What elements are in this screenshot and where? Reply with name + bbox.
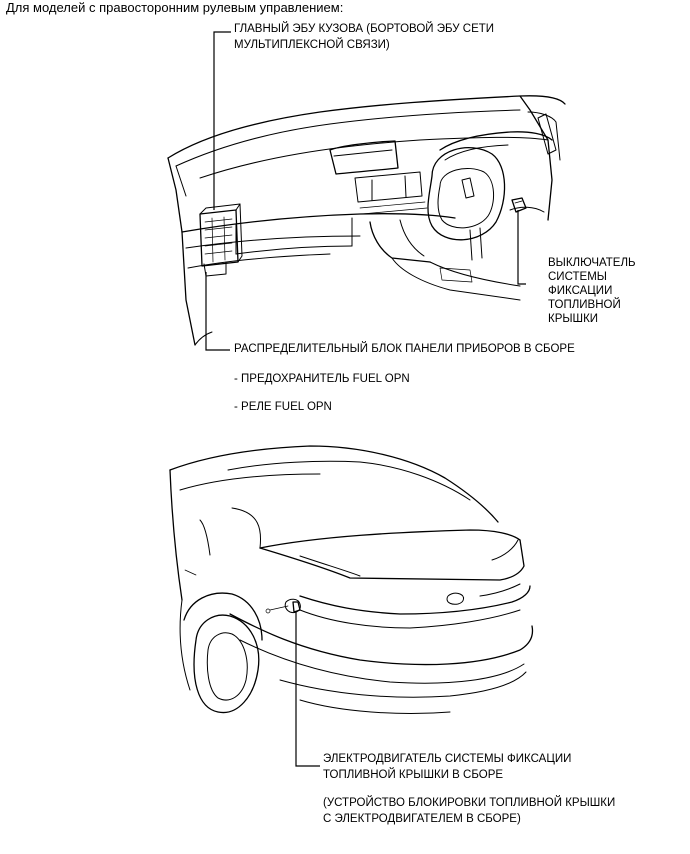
label-switch-line5: КРЫШКИ — [548, 313, 599, 325]
label-junction-block: РАСПРЕДЕЛИТЕЛЬНЫЙ БЛОК ПАНЕЛИ ПРИБОРОВ В… — [234, 343, 575, 355]
page-heading: Для моделей с правосторонним рулевым упр… — [6, 0, 344, 15]
label-body-ecu-line1: ГЛАВНЫЙ ЭБУ КУЗОВА (БОРТОВОЙ ЭБУ СЕТИ — [234, 23, 495, 35]
label-motor-line2: ТОПЛИВНОЙ КРЫШКИ В СБОРЕ — [323, 769, 504, 781]
vehicle-rear-drawing — [169, 445, 534, 767]
label-motor-line1: ЭЛЕКТРОДВИГАТЕЛЬ СИСТЕМЫ ФИКСАЦИИ — [323, 753, 572, 765]
label-body-ecu-line2: МУЛЬТИПЛЕКСНОЙ СВЯЗИ) — [234, 39, 390, 51]
instrument-panel-drawing — [167, 31, 566, 351]
label-switch-line4: ТОПЛИВНОЙ — [548, 299, 621, 311]
label-fuse: - ПРЕДОХРАНИТЕЛЬ FUEL OPN — [234, 373, 410, 385]
label-switch-line2: СИСТЕМЫ — [548, 271, 607, 283]
label-relay: - РЕЛЕ FUEL OPN — [234, 401, 332, 413]
label-lock-line2: С ЭЛЕКТРОДВИГАТЕЛЕМ В СБОРЕ) — [323, 813, 521, 825]
label-switch-line3: ФИКСАЦИИ — [548, 285, 613, 297]
label-lock-line1: (УСТРОЙСТВО БЛОКИРОВКИ ТОПЛИВНОЙ КРЫШКИ — [323, 797, 616, 809]
label-switch-line1: ВЫКЛЮЧАТЕЛЬ — [548, 257, 636, 269]
